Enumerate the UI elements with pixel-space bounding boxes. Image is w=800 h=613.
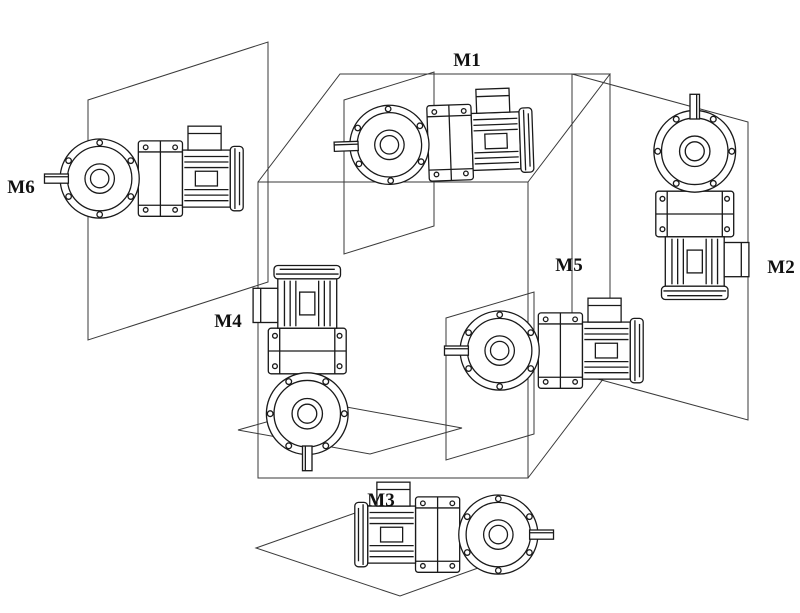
gearmotor-m4 <box>252 264 349 472</box>
mounting-plane-m6 <box>87 41 269 341</box>
gearmotor-m5 <box>443 297 644 391</box>
mounting-plane-m2 <box>571 73 749 421</box>
label-m5: M5 <box>555 255 582 276</box>
label-m1: M1 <box>453 50 480 71</box>
label-m2: M2 <box>767 257 794 278</box>
gearmotor-m1 <box>331 86 535 187</box>
label-m3: M3 <box>367 490 394 511</box>
label-m6: M6 <box>7 177 34 198</box>
gearmotor-m2 <box>653 93 750 301</box>
label-m4: M4 <box>214 311 242 332</box>
mounting-plane-m1 <box>343 71 435 255</box>
mounting-plane-m5 <box>445 291 535 461</box>
gearmotor-m6 <box>43 125 244 219</box>
